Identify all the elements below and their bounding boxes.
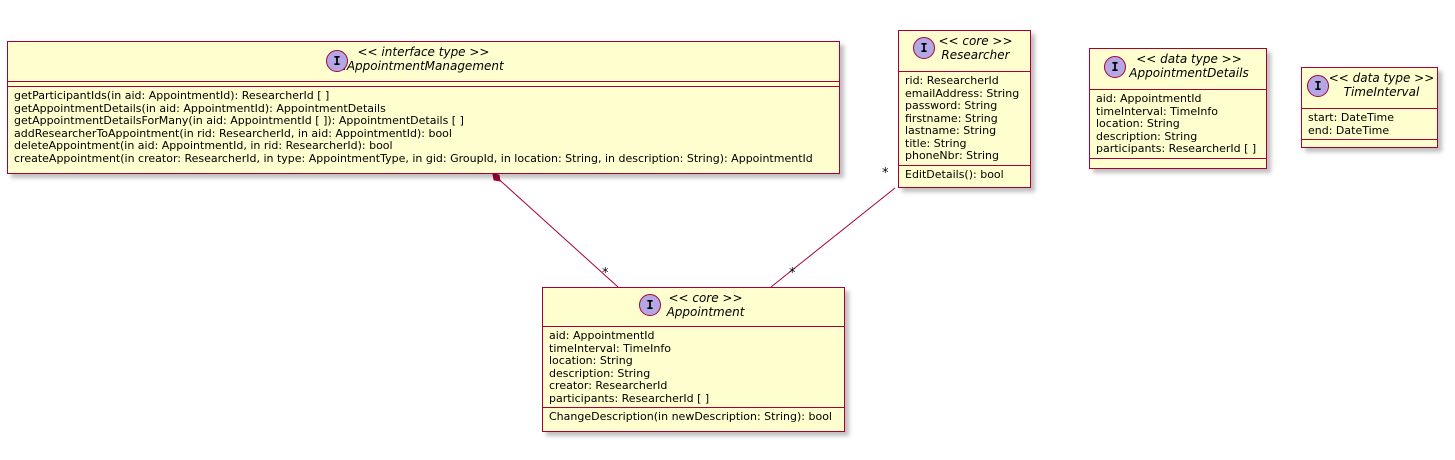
attribute-row: participants: ResearcherId [ ] (549, 391, 710, 405)
methods-section (1090, 157, 1266, 163)
methods-section: ChangeDescription(in newDescription: Str… (543, 407, 844, 426)
class-name: Researcher (941, 48, 1010, 62)
method-row: deleteAppointment(in aid: AppointmentId,… (14, 139, 393, 152)
attribute-row: aid: AppointmentId (549, 329, 655, 342)
attribute-row: password: String (905, 99, 998, 112)
attribute-row: title: String (905, 136, 967, 150)
attribute-row: location: String (1096, 117, 1180, 130)
methods-section (1302, 139, 1437, 144)
attributes-section: aid: AppointmentId timeInterval: TimeInf… (543, 326, 844, 407)
methods-section: getParticipantIds(in aid: AppointmentId)… (8, 86, 839, 167)
class-stereotype: << core >> (668, 291, 743, 305)
attributes-section: start: DateTime end: DateTime (1302, 108, 1437, 139)
class-appointmentdetails[interactable]: I << data type >> AppointmentDetails aid… (1089, 48, 1267, 169)
attribute-row: firstname: String (905, 111, 998, 125)
composition-edge (492, 173, 619, 288)
class-stereotype: << interface type >> (357, 45, 490, 59)
multiplicity-label: * (789, 266, 796, 281)
class-stereotype: << core >> (938, 34, 1013, 48)
class-name: Appointment (666, 305, 745, 319)
association-edge (770, 187, 896, 288)
attribute-row: aid: AppointmentId (1096, 92, 1202, 105)
attribute-row: end: DateTime (1308, 123, 1390, 137)
attribute-row: description: String (1096, 129, 1198, 143)
attribute-row: creator: ResearcherId (549, 379, 668, 392)
method-row: getParticipantIds(in aid: AppointmentId)… (14, 89, 330, 102)
attribute-row: start: DateTime (1308, 111, 1395, 124)
class-name: AppointmentDetails (1129, 66, 1249, 80)
class-iappointmentmanagement[interactable]: I << interface type >> IAppointmentManag… (7, 41, 840, 174)
class-stereotype: << data type >> (1328, 71, 1435, 85)
class-researcher[interactable]: I << core >> Researcher rid: ResearcherI… (898, 30, 1031, 188)
class-name: IAppointmentManagement (343, 59, 504, 73)
attribute-row: lastname: String (905, 124, 997, 137)
attributes-section (8, 81, 839, 86)
class-name: TimeInterval (1343, 85, 1420, 99)
attribute-row: timeInterval: TimeInfo (549, 341, 671, 355)
attribute-row: participants: ResearcherId [ ] (1096, 142, 1257, 155)
attribute-row: location: String (549, 354, 633, 367)
attributes-section: rid: ResearcherId emailAddress: String p… (899, 71, 1030, 165)
attribute-row: rid: ResearcherId (905, 74, 999, 87)
interface-icon: I (639, 294, 661, 316)
attributes-section: aid: AppointmentId timeInterval: TimeInf… (1090, 89, 1266, 158)
attribute-row: description: String (549, 366, 651, 380)
class-stereotype: << data type >> (1136, 52, 1242, 66)
class-timeinterval[interactable]: I << data type >> TimeInterval start: Da… (1301, 67, 1438, 148)
interface-icon: I (1104, 56, 1126, 78)
composition-diamond (492, 173, 501, 182)
methods-section: EditDetails(): bool (899, 164, 1030, 184)
class-appointment[interactable]: I << core >> Appointment aid: Appointmen… (542, 287, 845, 432)
attribute-row: timeInterval: TimeInfo (1096, 104, 1218, 118)
method-row: createAppointment(in creator: Researcher… (14, 151, 813, 165)
method-row: ChangeDescription(in newDescription: Str… (549, 410, 832, 423)
method-row: EditDetails(): bool (905, 167, 1004, 181)
method-row: addResearcherToAppointment(in rid: Resea… (14, 126, 452, 140)
method-row: getAppointmentDetailsForMany(in aid: App… (14, 114, 464, 127)
multiplicity-label: * (882, 166, 889, 181)
multiplicity-label: * (602, 266, 609, 281)
attribute-row: phoneNbr: String (905, 149, 999, 162)
interface-icon: I (1307, 75, 1329, 97)
attribute-row: emailAddress: String (905, 86, 1020, 100)
interface-icon: I (913, 37, 935, 59)
interface-icon: I (326, 50, 348, 72)
method-row: getAppointmentDetails(in aid: Appointmen… (14, 101, 386, 115)
